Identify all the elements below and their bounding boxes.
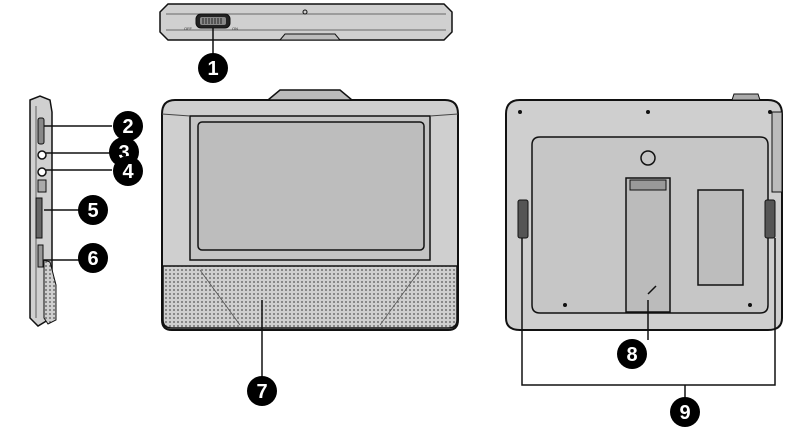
callout-4-number: 4: [122, 161, 134, 183]
callout-2: 2: [113, 111, 143, 141]
callout-6: 6: [78, 243, 108, 273]
callout-4: 4: [113, 156, 143, 186]
callout-7-number: 7: [256, 381, 267, 403]
callout-7: 7: [247, 376, 277, 406]
callout-1-number: 1: [207, 58, 218, 80]
switch-on-label: ON: [232, 26, 238, 31]
callout-9-number: 9: [679, 402, 690, 424]
side-view: [29, 95, 112, 327]
callout-8: 8: [617, 339, 647, 369]
callout-3-number: 3: [118, 142, 129, 164]
top-view: OFF ON: [159, 3, 453, 55]
speaker-grille: [162, 265, 458, 329]
callout-8-number: 8: [626, 344, 637, 366]
callout-2-number: 2: [122, 116, 133, 138]
switch-off-label: OFF: [184, 26, 193, 31]
power-switch: OFF ON: [184, 13, 238, 31]
back-view: [505, 93, 783, 398]
callout-6-number: 6: [87, 248, 98, 270]
callout-5-number: 5: [87, 200, 98, 222]
callout-5: 5: [78, 195, 108, 225]
screen: [197, 121, 425, 251]
callout-9: 9: [670, 397, 700, 427]
front-view: [161, 89, 459, 378]
kickstand: [625, 177, 671, 313]
callout-1: 1: [198, 53, 228, 83]
